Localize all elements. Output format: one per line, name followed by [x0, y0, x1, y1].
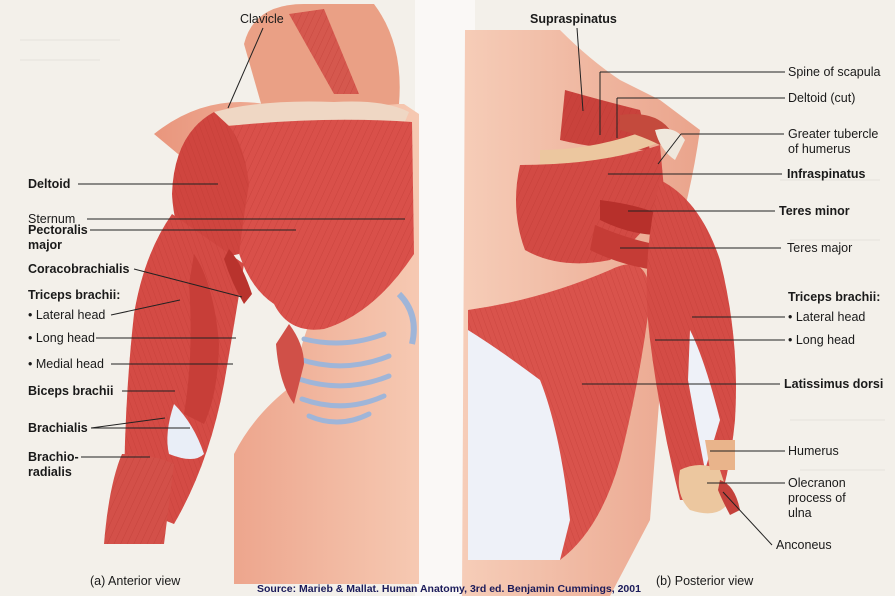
medial-head-label: • Medial head [28, 357, 104, 372]
coracobrachialis-label: Coracobrachialis [28, 262, 129, 277]
teres-minor-label: Teres minor [779, 204, 850, 219]
olecranon-label: Olecranon process of ulna [788, 476, 846, 521]
lateral-head-label-posterior: • Lateral head [788, 310, 865, 325]
humerus-label: Humerus [788, 444, 839, 459]
teres-major-label: Teres major [787, 241, 852, 256]
posterior-view-caption: (b) Posterior view [656, 574, 753, 588]
supraspinatus-label: Supraspinatus [530, 12, 617, 27]
anterior-view-caption: (a) Anterior view [90, 574, 180, 588]
source-citation: Source: Marieb & Mallat. Human Anatomy, … [257, 583, 641, 595]
long-head-label-anterior: • Long head [28, 331, 95, 346]
long-head-label-posterior: • Long head [788, 333, 855, 348]
pectoralis-major-label: Pectoralis major [28, 223, 88, 253]
anconeus-label: Anconeus [776, 538, 832, 553]
deltoid-label: Deltoid [28, 177, 70, 192]
latissimus-dorsi-label: Latissimus dorsi [784, 377, 883, 392]
spine-of-scapula-label: Spine of scapula [788, 65, 880, 80]
biceps-brachii-label: Biceps brachii [28, 384, 113, 399]
deltoid-cut-label: Deltoid (cut) [788, 91, 855, 106]
brachioradialis-label: Brachio- radialis [28, 450, 79, 480]
greater-tubercle-label: Greater tubercle of humerus [788, 127, 878, 157]
brachialis-label: Brachialis [28, 421, 88, 436]
infraspinatus-label: Infraspinatus [787, 167, 866, 182]
triceps-brachii-heading-anterior: Triceps brachii: [28, 288, 120, 303]
lateral-head-label-anterior: • Lateral head [28, 308, 105, 323]
clavicle-label: Clavicle [240, 12, 284, 27]
triceps-brachii-heading-posterior: Triceps brachii: [788, 290, 880, 305]
